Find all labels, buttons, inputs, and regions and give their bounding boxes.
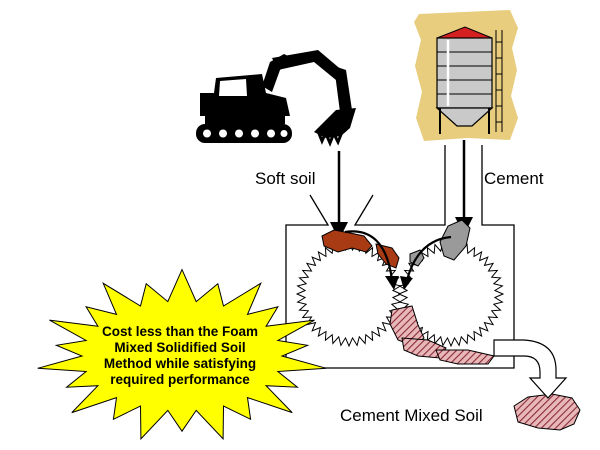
cement-lump [439, 219, 471, 261]
mixer-hopper [353, 145, 446, 226]
cement-silo-icon [414, 10, 518, 141]
cost-callout-text: Cost less than the Foam Mixed Solidified… [102, 324, 258, 387]
cement-label: Cement [484, 169, 544, 188]
mixed-soil-lump-3 [435, 349, 495, 365]
soil-mixing-arrow [344, 230, 394, 281]
right-mixing-gear [397, 240, 505, 348]
callout-line-1: Cost less than the Foam [102, 324, 258, 339]
cement-mixing-arrow [405, 235, 452, 281]
left-mixing-gear [295, 240, 403, 348]
soil-mixing-arrowhead [385, 276, 399, 290]
callout-line-3: Method while satisfying [104, 356, 256, 371]
soft-soil-label: Soft soil [255, 169, 315, 188]
soft-soil-lump [321, 229, 373, 253]
soft-soil-lump-small [375, 243, 400, 269]
excavator-icon [196, 50, 356, 147]
mixer-housing [285, 145, 515, 369]
cement-mixed-soil-label: Cement Mixed Soil [340, 406, 483, 425]
callout-line-4: required performance [110, 372, 250, 387]
cement-mixing-arrowhead [400, 276, 413, 290]
callout-line-2: Mixed Solidified Soil [114, 340, 245, 355]
output-arrow [493, 339, 568, 399]
cost-callout-starburst [37, 268, 327, 441]
cement-mixed-soil-pile [513, 393, 581, 431]
